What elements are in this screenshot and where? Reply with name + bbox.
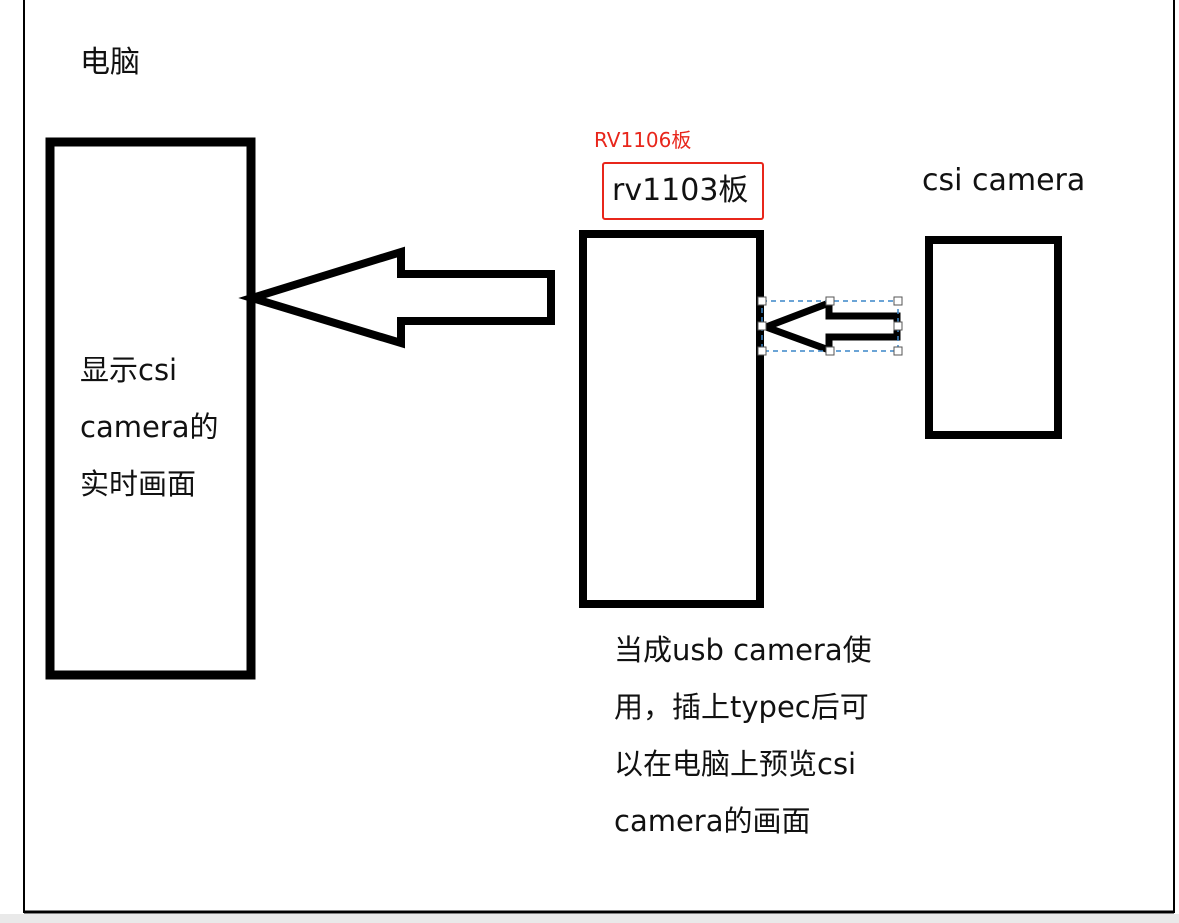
usb-camera-note: 当成usb camera使 用，插上typec后可 以在电脑上预览csi cam… <box>614 633 872 838</box>
board-box <box>579 230 764 608</box>
selection-handle[interactable] <box>893 296 903 306</box>
selection-handle[interactable] <box>757 346 767 356</box>
board-title: rv1103板 <box>612 173 749 208</box>
selection-handle[interactable] <box>757 321 767 331</box>
selection-handle[interactable] <box>893 321 903 331</box>
board-annotation: RV1106板 <box>594 128 692 152</box>
board-annotation-box <box>602 162 764 220</box>
pc-title: 电脑 <box>80 45 140 80</box>
selection-handle[interactable] <box>757 296 767 306</box>
status-strip <box>0 914 1179 923</box>
selection-handle[interactable] <box>893 346 903 356</box>
camera-box <box>925 236 1062 439</box>
board-to-pc-arrow <box>238 246 555 349</box>
camera-to-board-arrow <box>755 297 901 356</box>
camera-title: csi camera <box>922 163 1086 198</box>
selection-handle[interactable] <box>825 346 835 356</box>
selection-handle[interactable] <box>825 296 835 306</box>
pc-box <box>45 137 256 680</box>
pc-display-text: 显示csi camera的 实时画面 <box>80 353 219 501</box>
